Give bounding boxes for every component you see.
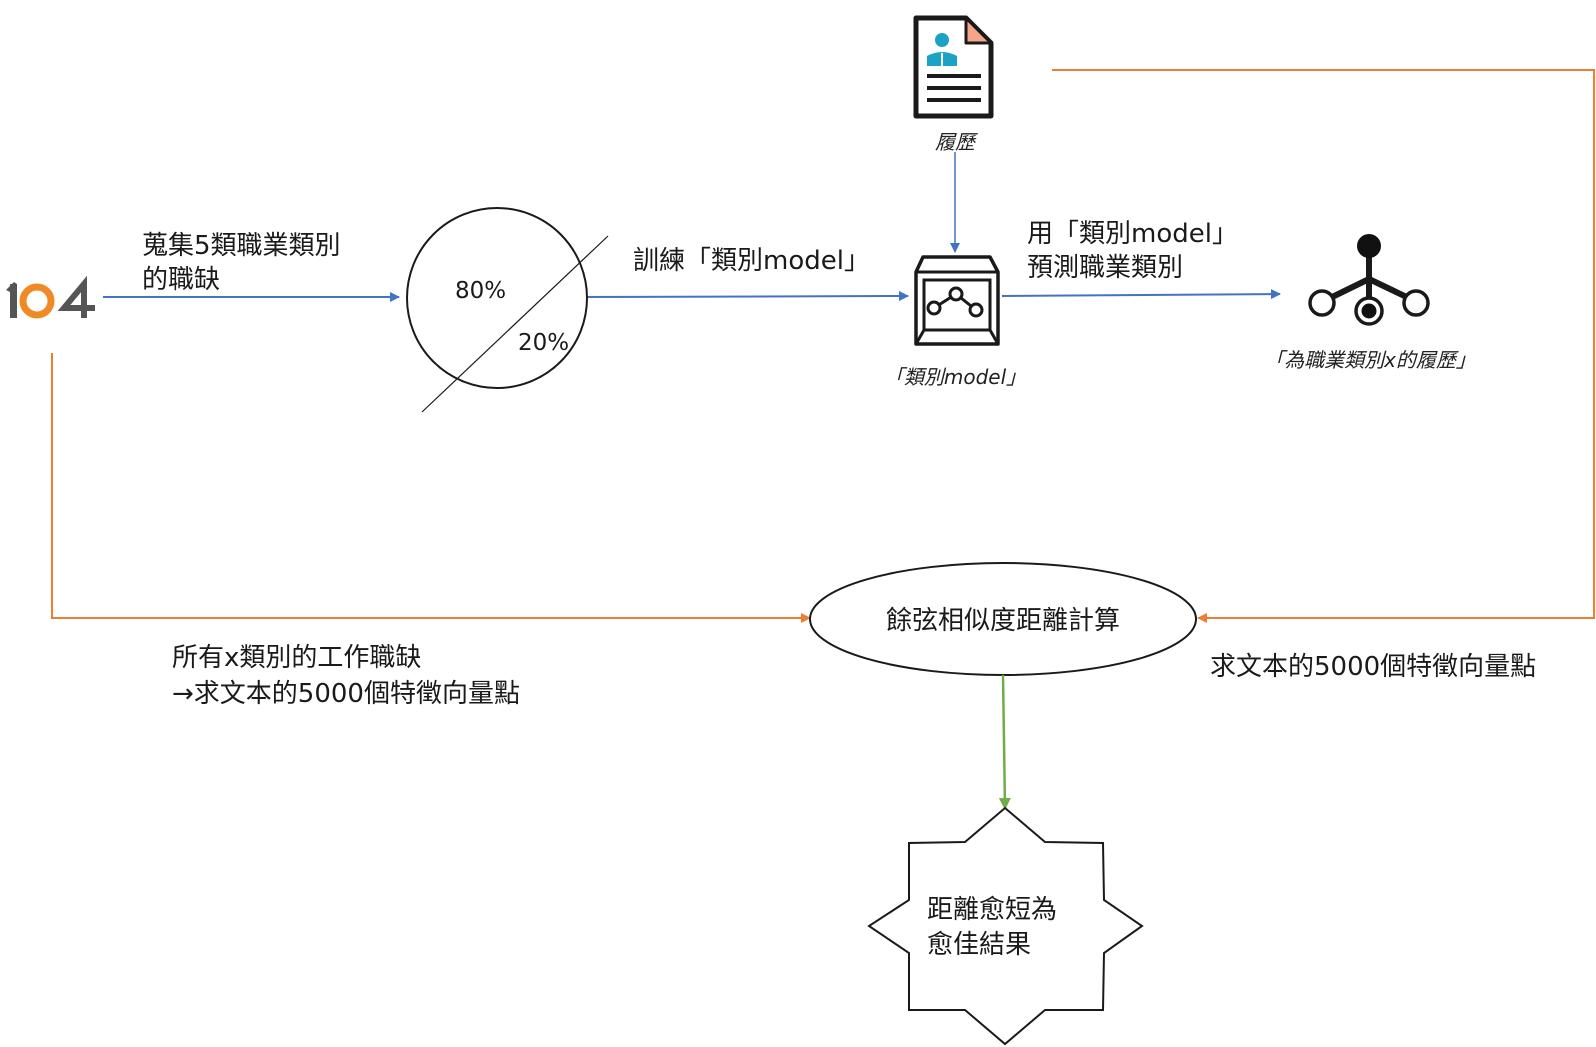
- collect-jobs-label-line2: 的職缺: [142, 265, 221, 295]
- collect-jobs-label-line1: 蒐集5類職業類別: [142, 231, 341, 261]
- all-jobs-label-line1: 所有x類別的工作職缺: [172, 643, 422, 673]
- resume-icon: [913, 15, 994, 119]
- arrow-resume-to-cosine: [1052, 69, 1595, 623]
- all-jobs-label-line2: →求文本的5000個特徵向量點: [172, 679, 520, 709]
- predict-label-line1: 用「類別model」: [1027, 219, 1238, 249]
- arrow-cosine-to-result: [998, 674, 1011, 810]
- predict-label-line2: 預測職業類別: [1027, 253, 1184, 283]
- resume-feature-label: 求文本的5000個特徵向量點: [1210, 652, 1537, 682]
- model-box-icon: [914, 255, 1000, 346]
- result-star: [867, 806, 1144, 1046]
- train-split-percent: 80%: [455, 278, 507, 304]
- category-tree-icon: [1308, 234, 1430, 326]
- result-label-line1: 距離愈短為: [927, 895, 1058, 925]
- resume-caption: 履歷: [935, 130, 975, 154]
- resumes-for-category-caption: 「為職業類別x的履歷」: [1264, 348, 1476, 372]
- train-test-split-circle: [406, 207, 609, 413]
- logo-104: [6, 275, 95, 319]
- train-model-label: 訓練「類別model」: [633, 246, 870, 276]
- arrow-model-to-prediction: [1001, 289, 1281, 300]
- model-caption: 「類別model」: [883, 365, 1027, 389]
- result-label-line2: 愈佳結果: [927, 930, 1032, 960]
- cosine-similarity-label: 餘弦相似度距離計算: [885, 606, 1120, 636]
- arrow-split-to-model: [578, 291, 909, 302]
- test-split-percent: 20%: [518, 330, 570, 356]
- arrow-logo-to-cosine: [51, 353, 811, 623]
